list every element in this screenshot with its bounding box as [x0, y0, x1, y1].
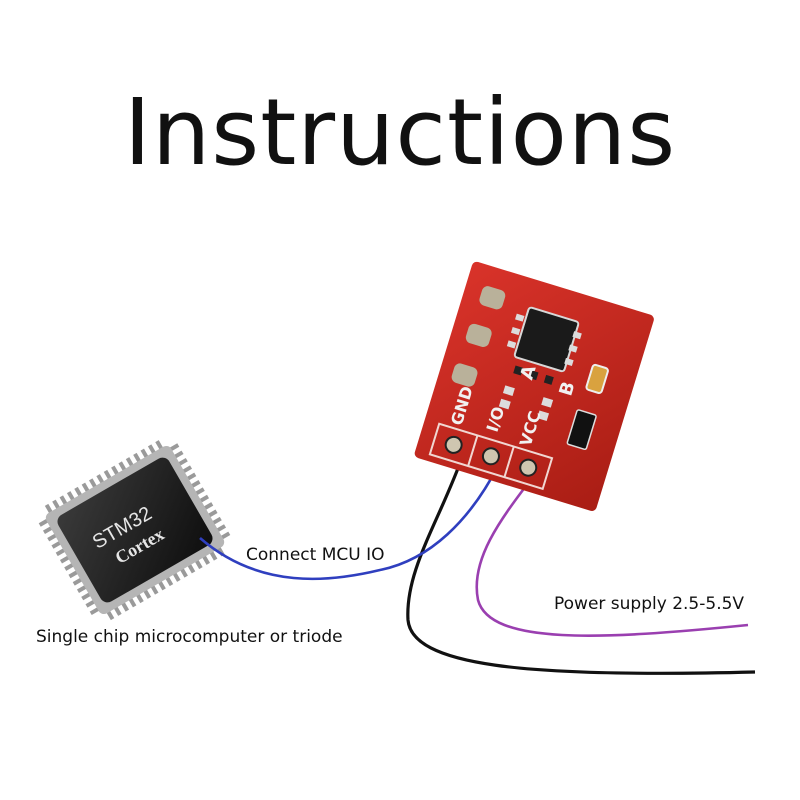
page-title: Instructions [123, 79, 677, 186]
pin-hole-io [481, 447, 500, 466]
pad [451, 363, 478, 387]
caption-single-chip: Single chip microcomputer or triode [36, 627, 343, 647]
pin-hole-vcc [519, 458, 538, 477]
capacitor [566, 409, 597, 451]
pin-header-outline [428, 422, 554, 491]
wire-gnd [406, 454, 756, 675]
mcu-chip: STM32 Cortex [38, 440, 231, 621]
led [585, 363, 609, 394]
pad [465, 323, 492, 348]
jumper-label-a: A [516, 363, 540, 383]
jumper-label-b: B [555, 379, 579, 398]
caption-power-supply: Power supply 2.5-5.5V [554, 594, 745, 614]
pin-hole-gnd [444, 435, 463, 454]
wire-io [199, 465, 500, 581]
pad [479, 286, 506, 310]
caption-connect-mcu-io: Connect MCU IO [246, 545, 385, 565]
wire-vcc [475, 477, 749, 637]
touch-sensor-board: A B GND I/O VCC [414, 261, 654, 511]
